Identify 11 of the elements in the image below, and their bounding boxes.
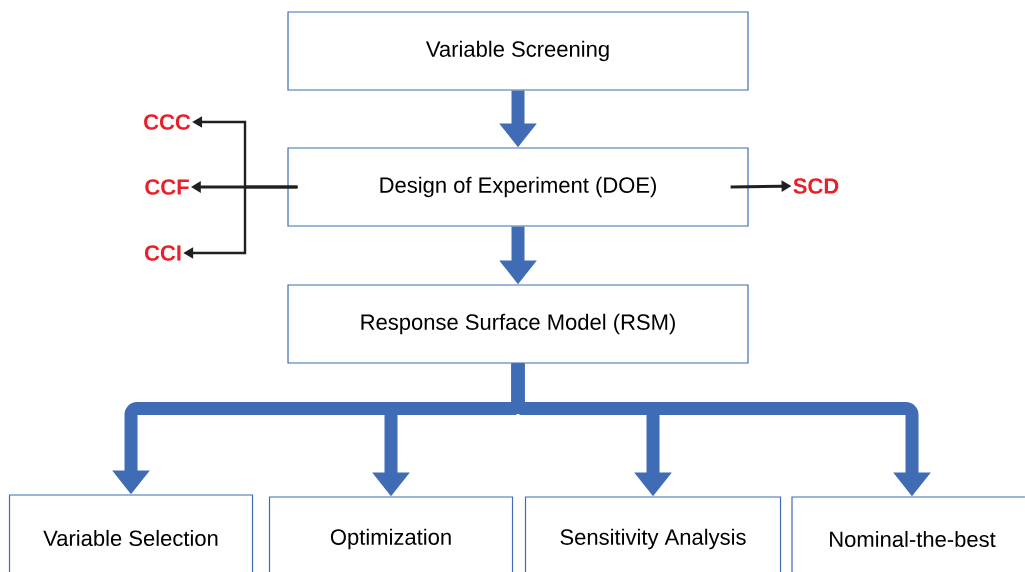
process-box: Nominal-the-best — [791, 496, 1025, 572]
design-label: CCC — [144, 114, 191, 130]
process-box: Variable Screening — [287, 11, 749, 91]
design-label: CCI — [145, 245, 181, 261]
design-label: SCD — [793, 178, 839, 194]
design-label: CCF — [145, 179, 189, 195]
process-box: Optimization — [268, 496, 514, 572]
process-box: Sensitivity Analysis — [524, 496, 782, 572]
process-box: Design of Experiment (DOE) — [287, 147, 749, 227]
process-box: Response Surface Model (RSM) — [287, 284, 749, 364]
process-box: Variable Selection — [8, 494, 254, 572]
